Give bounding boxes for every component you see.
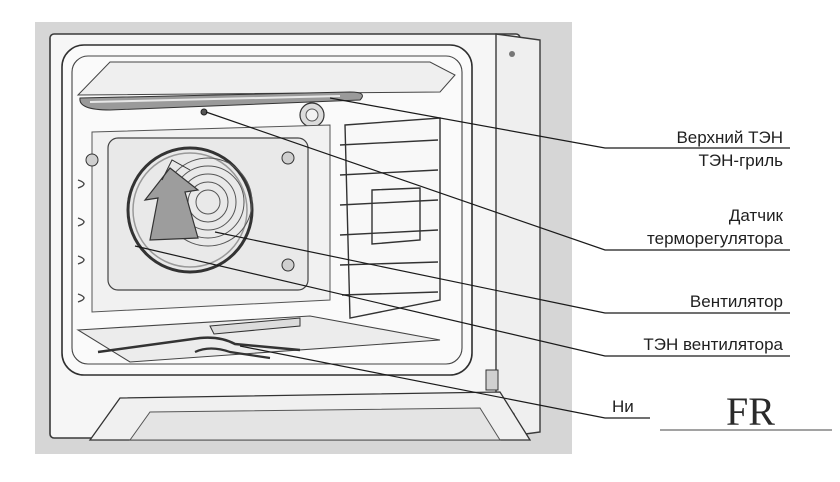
- bottom-bracket: [209, 317, 301, 335]
- bottom-heater-element-2: [194, 347, 271, 360]
- cover-screw-tl: [85, 153, 99, 167]
- side-screw-top: [509, 51, 515, 57]
- oven-door-glass: [129, 407, 501, 441]
- oven-lamp-inner: [305, 108, 319, 122]
- label-bottom-partial: Ни: [612, 397, 634, 416]
- airflow-arrow: [143, 167, 200, 241]
- label-grill-heater: ТЭН-гриль: [698, 151, 783, 170]
- door-latch: [485, 369, 499, 391]
- leader-fan: [214, 231, 790, 314]
- fan-heater-ring: [126, 146, 254, 274]
- cover-screw-tr: [281, 151, 295, 165]
- fan-grille: [163, 157, 253, 247]
- logo-text: FR: [726, 389, 775, 434]
- left-rack-guides: [77, 179, 85, 303]
- label-fan-heater: ТЭН вентилятора: [643, 335, 783, 354]
- leader-top-heater: [329, 97, 790, 149]
- bottom-heater-element: [97, 336, 301, 354]
- leader-sensor: [205, 111, 790, 251]
- cavity-ceiling: [76, 61, 456, 96]
- brand-logo: FR: [660, 389, 832, 434]
- leader-lines: [134, 97, 790, 419]
- airflow-arrow-2: [161, 159, 191, 181]
- cavity-floor: [76, 315, 441, 363]
- label-sensor-1: Датчик: [728, 206, 783, 225]
- label-top-heater: Верхний ТЭН: [676, 128, 783, 147]
- label-fan: Вентилятор: [689, 292, 783, 311]
- leader-bottom: [239, 345, 650, 419]
- leader-fan-heater: [134, 245, 790, 357]
- cavity-inner: [71, 55, 463, 365]
- label-sensor-2: терморегулятора: [647, 229, 783, 248]
- fan-heater-ring-inner: [132, 152, 248, 268]
- top-heater-ridge: [89, 95, 341, 103]
- cover-screw-br: [281, 258, 295, 272]
- oven-side-panel: [495, 33, 541, 439]
- right-wire-rack: [339, 117, 441, 319]
